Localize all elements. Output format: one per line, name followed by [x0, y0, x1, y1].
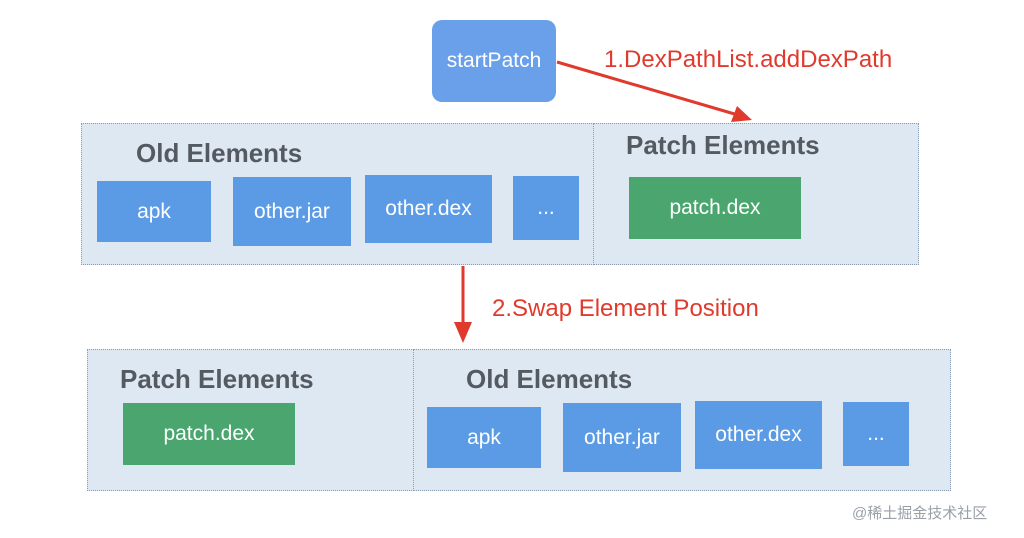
top-patch-elements-title: Patch Elements: [626, 130, 820, 160]
step-1-label: 1.DexPathList.addDexPath: [604, 46, 893, 73]
top-old-item-other-jar: other.jar: [233, 177, 351, 246]
watermark-text: @稀土掘金技术社区: [852, 505, 988, 522]
top-patch-item-patch-dex: patch.dex: [629, 177, 801, 239]
top-old-item-ellipsis: ...: [513, 176, 579, 240]
start-patch-node: startPatch: [432, 20, 556, 102]
bottom-old-elements-title: Old Elements: [466, 364, 633, 394]
add-dex-path-arrow: [556, 60, 752, 122]
top-old-item-other-dex: other.dex: [365, 175, 492, 243]
bottom-patch-elements-title: Patch Elements: [120, 364, 314, 394]
top-old-item-apk: apk: [97, 181, 211, 242]
step-2-label: 2.Swap Element Position: [492, 295, 759, 322]
top-old-elements-title: Old Elements: [136, 138, 303, 168]
bottom-old-item-other-dex: other.dex: [695, 401, 822, 469]
swap-position-arrow: [454, 266, 472, 343]
bottom-old-item-apk: apk: [427, 407, 541, 468]
bottom-old-item-other-jar: other.jar: [563, 403, 681, 472]
bottom-old-item-ellipsis: ...: [843, 402, 909, 466]
bottom-patch-item-patch-dex: patch.dex: [123, 403, 295, 465]
